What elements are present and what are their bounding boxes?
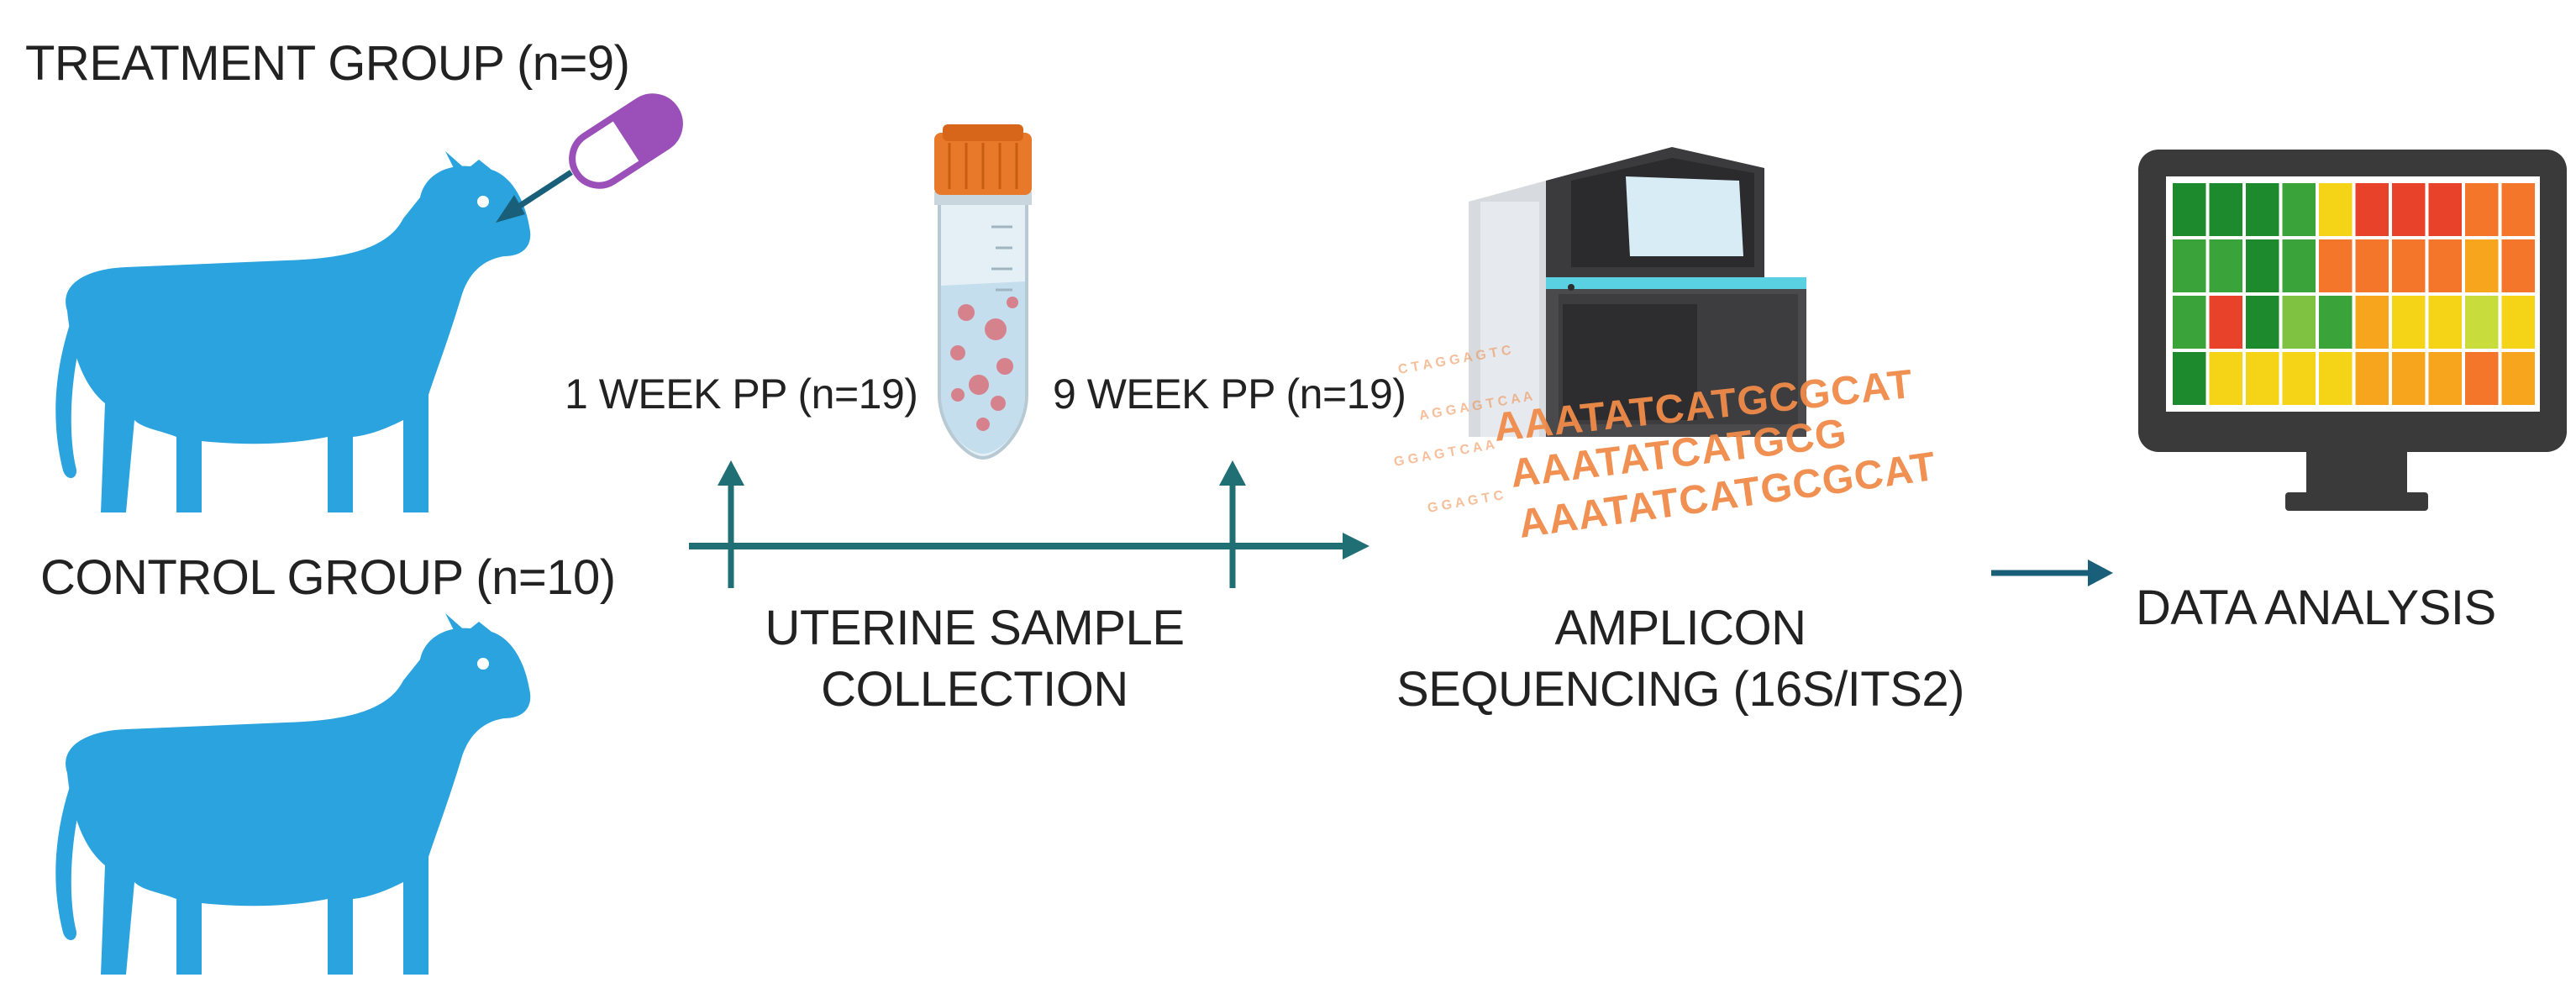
heatmap-cell (2501, 352, 2535, 405)
sequencing-label: AMPLICON SEQUENCING (16S/ITS2) (1361, 600, 2000, 717)
heatmap-cell (2428, 183, 2462, 236)
heatmap-cell (2246, 296, 2279, 349)
treatment-cow-icon (55, 151, 531, 512)
collection-label-line2: COLLECTION (821, 662, 1128, 717)
heatmap-cell (2173, 183, 2206, 236)
heatmap-monitor-icon (2138, 150, 2567, 511)
sequencer-icon (1469, 147, 1806, 437)
heatmap-cell (2392, 239, 2426, 292)
data-analysis-label: DATA ANALYSIS (2136, 581, 2496, 635)
heatmap-cell (2319, 296, 2353, 349)
heatmap-cell (2319, 352, 2353, 405)
heatmap-cell (2392, 183, 2426, 236)
heatmap-cell (2282, 296, 2316, 349)
collection-label: UTERINE SAMPLE COLLECTION (756, 600, 1193, 717)
heatmap-cell (2282, 183, 2316, 236)
heatmap-cell (2246, 239, 2279, 292)
heatmap-cell (2355, 239, 2389, 292)
heatmap-cell (2428, 239, 2462, 292)
heatmap-cell (2246, 352, 2279, 405)
heatmap-cell (2501, 183, 2535, 236)
heatmap-cell (2173, 296, 2206, 349)
analysis-arrow-icon (1991, 560, 2113, 586)
heatmap-cell (2209, 296, 2242, 349)
treatment-group-label: TREATMENT GROUP (n=9) (25, 36, 630, 91)
heatmap-cell (2465, 239, 2499, 292)
heatmap-cell (2501, 296, 2535, 349)
timepoint-2-label: 9 WEEK PP (n=19) (1053, 370, 1406, 418)
heatmap-cell (2355, 183, 2389, 236)
heatmap-cell (2355, 296, 2389, 349)
timepoint-1-label: 1 WEEK PP (n=19) (565, 370, 918, 418)
timeline-arrow-icon (689, 460, 1369, 588)
sequencing-label-line1: AMPLICON (1554, 601, 1806, 655)
heatmap-cell (2355, 352, 2389, 405)
heatmap-cell (2392, 296, 2426, 349)
heatmap-cell (2465, 183, 2499, 236)
heatmap-cell (2465, 296, 2499, 349)
heatmap-cell (2392, 352, 2426, 405)
control-group-label: CONTROL GROUP (n=10) (40, 550, 616, 605)
heatmap-cell (2209, 183, 2242, 236)
heatmap-cell (2428, 352, 2462, 405)
dose-arrow-icon (496, 170, 573, 223)
heatmap-cell (2501, 239, 2535, 292)
heatmap-cell (2319, 183, 2353, 236)
collection-label-line1: UTERINE SAMPLE (765, 601, 1185, 655)
control-cow-icon (55, 613, 531, 975)
svg-text:G G A G T C: G G A G T C (1427, 488, 1505, 516)
svg-text:G G A G T C A A: G G A G T C A A (1393, 438, 1496, 470)
heatmap-cell (2173, 352, 2206, 405)
sequencing-label-line2: SEQUENCING (16S/ITS2) (1396, 662, 1964, 717)
heatmap-cell (2209, 239, 2242, 292)
heatmap-cell (2428, 296, 2462, 349)
heatmap-cell (2282, 239, 2316, 292)
heatmap-cell (2319, 239, 2353, 292)
heatmap-cell (2465, 352, 2499, 405)
sample-tube-icon (934, 124, 1032, 460)
heatmap-cell (2209, 352, 2242, 405)
heatmap-cell (2282, 352, 2316, 405)
pill-icon (569, 93, 683, 189)
heatmap-cell (2173, 239, 2206, 292)
heatmap-cell (2246, 183, 2279, 236)
